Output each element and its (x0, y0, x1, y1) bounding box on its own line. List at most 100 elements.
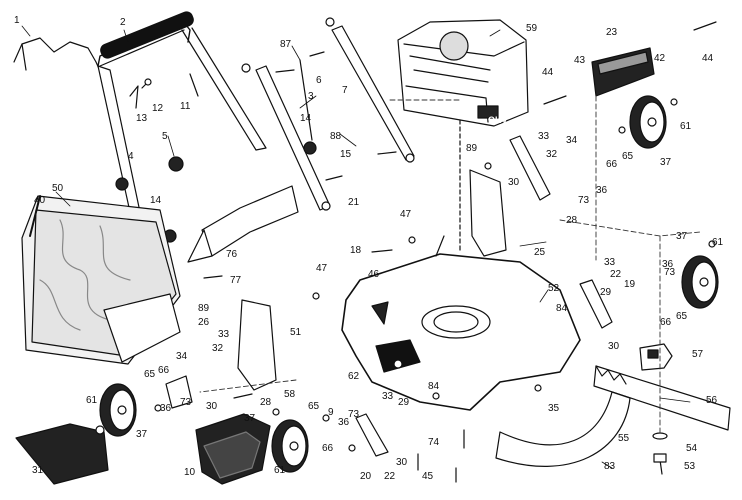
wheel-rear-left (99, 383, 137, 437)
part-number: 76 (226, 249, 238, 260)
discharge-chute-door (187, 185, 299, 263)
height-adjusters (165, 135, 613, 457)
part-number: 6 (316, 75, 322, 86)
blade-adapter (639, 343, 673, 371)
wheel-rear-right (271, 419, 309, 473)
part-number: 65 (144, 369, 156, 380)
part-number: 84 (428, 381, 440, 392)
part-number: 46 (368, 269, 380, 280)
part-number: 37 (660, 157, 672, 168)
rear-wheel-guards (15, 413, 271, 485)
part-number: 43 (574, 55, 586, 66)
part-number: 65 (622, 151, 634, 162)
part-number: 42 (654, 53, 666, 64)
part-number: 18 (350, 245, 362, 256)
part-number: 54 (686, 443, 698, 454)
part-number: 56 (706, 395, 718, 406)
part-number: 36 (662, 259, 674, 270)
leader-lines (21, 25, 691, 469)
part-number: 58 (284, 389, 296, 400)
part-number: 61 (680, 121, 692, 132)
part-number: 3 (308, 91, 314, 102)
part-number: 66 (322, 443, 334, 454)
part-number: 35 (548, 403, 560, 414)
front-flap (591, 47, 655, 97)
part-number: 29 (600, 287, 612, 298)
part-number: 47 (400, 209, 412, 220)
part-number: 44 (702, 53, 714, 64)
part-number: 73 (180, 397, 192, 408)
part-number: 7 (342, 85, 348, 96)
lower-handles (255, 25, 415, 211)
part-number: 14 (300, 113, 312, 124)
blade-bolt (652, 432, 668, 475)
part-number: 19 (624, 279, 636, 290)
engine-ohv-label: OHV (488, 115, 508, 125)
part-number: 22 (610, 269, 622, 280)
part-number: 29 (398, 397, 410, 408)
baffle (495, 391, 631, 467)
part-number: 15 (340, 149, 352, 160)
upper-handle (97, 11, 267, 213)
part-number: 87 (280, 39, 292, 50)
part-number: 10 (184, 467, 196, 478)
part-number: 37 (136, 429, 148, 440)
hardware-nuts (95, 21, 717, 483)
part-number: 22 (384, 471, 396, 482)
part-number: 73 (578, 195, 590, 206)
wheel-front-right (681, 255, 719, 309)
part-number: 36 (338, 417, 350, 428)
part-number: 66 (606, 159, 618, 170)
part-number: 61 (86, 395, 98, 406)
part-number: 33 (382, 391, 394, 402)
part-number: 5 (162, 131, 168, 142)
part-number: 14 (150, 195, 162, 206)
part-number: 25 (534, 247, 546, 258)
part-number: 88 (330, 131, 342, 142)
part-number: 34 (566, 135, 578, 146)
part-number: 66 (158, 365, 170, 376)
part-number: 36 (596, 185, 608, 196)
part-number: 23 (606, 27, 618, 38)
part-number: 4 (128, 151, 134, 162)
part-number: 83 (604, 461, 616, 472)
part-number: 12 (152, 103, 164, 114)
part-number: 74 (428, 437, 440, 448)
part-number: 37 (244, 413, 256, 424)
part-number: 32 (546, 149, 558, 160)
part-number: 44 (542, 67, 554, 78)
part-number: 34 (176, 351, 188, 362)
part-number: 33 (218, 329, 230, 340)
part-number: 59 (526, 23, 538, 34)
part-number: 13 (136, 113, 148, 124)
part-number: 31 (32, 465, 44, 476)
part-number: 89 (466, 143, 478, 154)
part-number: 73 (348, 409, 360, 420)
part-number: 33 (538, 131, 550, 142)
part-number: 1 (14, 15, 20, 26)
part-number: 28 (260, 397, 272, 408)
part-number: 11 (180, 101, 191, 112)
assembly-lines (199, 95, 701, 433)
part-number: 21 (348, 197, 360, 208)
part-number: 57 (692, 349, 704, 360)
part-number: 37 (676, 231, 688, 242)
part-number: 65 (676, 311, 688, 322)
part-number: 66 (660, 317, 672, 328)
part-number: 45 (422, 471, 434, 482)
part-number: 30 (608, 341, 620, 352)
part-number: 89 (198, 303, 210, 314)
part-number: 84 (556, 303, 568, 314)
part-number: 32 (212, 343, 224, 354)
part-number: 61 (274, 465, 286, 476)
knobs-and-bolts (115, 17, 397, 243)
handle-wire-rod (13, 37, 105, 81)
part-number: 9 (328, 407, 334, 418)
part-number: 20 (360, 471, 372, 482)
part-number: 30 (508, 177, 520, 188)
part-number: 36 (160, 403, 172, 414)
part-number: 2 (120, 17, 126, 28)
part-number: 47 (316, 263, 328, 274)
part-number: 26 (198, 317, 210, 328)
